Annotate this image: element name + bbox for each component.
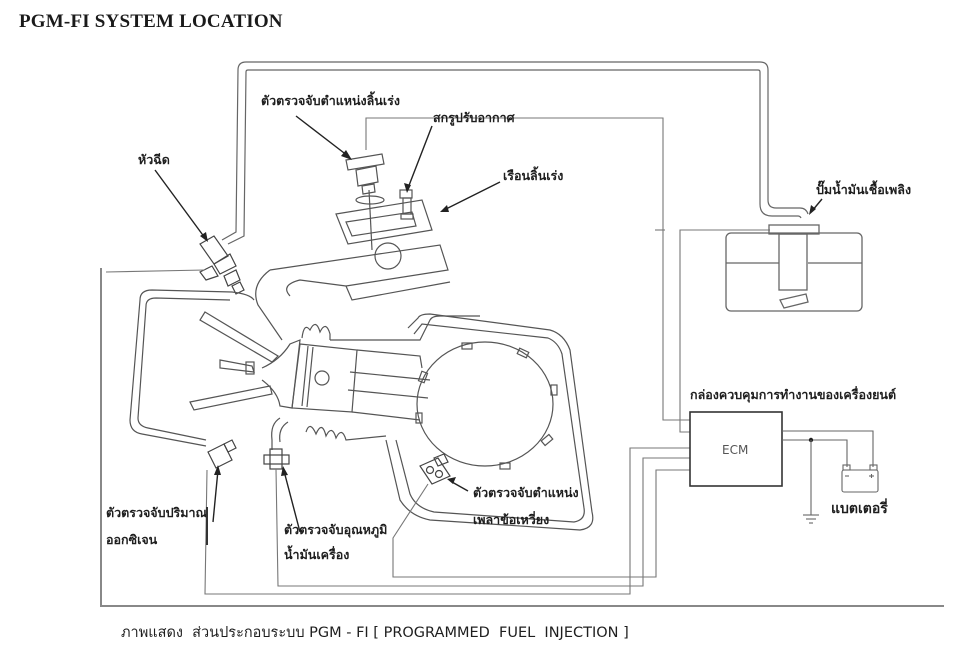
label-oil-temp-sensor-line2: น้ำมันเครื่อง xyxy=(284,547,350,562)
piston xyxy=(271,315,480,450)
fuel-injector xyxy=(199,235,245,295)
label-battery: แบตเตอรี่ xyxy=(831,501,888,517)
o2-label-divider xyxy=(206,507,208,545)
label-o2-sensor-line2: ออกซิเจน xyxy=(106,532,158,547)
label-crank-sensor-line1: ตัวตรวจจับตำแหน่ง xyxy=(473,485,579,500)
fuel-pump-wire xyxy=(679,229,770,433)
label-throttle-body: เรือนลิ้นเร่ง xyxy=(503,168,564,183)
leader-lines xyxy=(154,115,823,533)
label-o2-sensor-line1: ตัวตรวจจับปริมาณ xyxy=(106,505,208,520)
label-oil-temp-sensor-line1: ตัวตรวจจับอุณหภูมิ xyxy=(284,522,388,537)
fuel-line xyxy=(221,61,809,245)
label-fuel-pump: ปั๊มน้ำมันเชื้อเพลิง xyxy=(816,182,912,197)
ckp-sensor xyxy=(419,453,451,485)
label-crank-sensor-line2: เพลาข้อเหวี่ยง xyxy=(473,512,550,527)
ecm-box: ECM xyxy=(689,411,783,487)
throttle-body xyxy=(269,153,451,301)
battery-circuit xyxy=(782,430,879,524)
fuel-tank xyxy=(725,224,863,312)
tps-wire xyxy=(365,117,690,421)
intake-manifold xyxy=(255,269,347,341)
crank-flywheel xyxy=(415,341,558,470)
label-throttle-position-sensor: ตัวตรวจจับตำแหน่งลิ้นเร่ง xyxy=(261,93,400,108)
arrow-heads xyxy=(200,150,816,484)
label-injector: หัวฉีด xyxy=(138,152,170,167)
label-ecm-description: กล่องควบคุมการทำงานของเครื่องยนต์ xyxy=(690,387,897,402)
page-title: PGM-FI SYSTEM LOCATION xyxy=(19,11,283,32)
o2-sensor xyxy=(207,439,237,469)
diagram-frame xyxy=(100,268,944,607)
ecm-label: ECM xyxy=(722,443,748,457)
sensor-wires xyxy=(105,269,690,595)
figure-caption: ภาพแสดง ส่วนประกอบระบบ PGM - FI [ PROGRA… xyxy=(121,625,629,641)
engine-head xyxy=(129,289,301,447)
oil-temp-sensor xyxy=(263,448,290,470)
crankcase xyxy=(385,313,594,531)
label-air-screw: สกรูปรับอากาศ xyxy=(433,110,515,125)
